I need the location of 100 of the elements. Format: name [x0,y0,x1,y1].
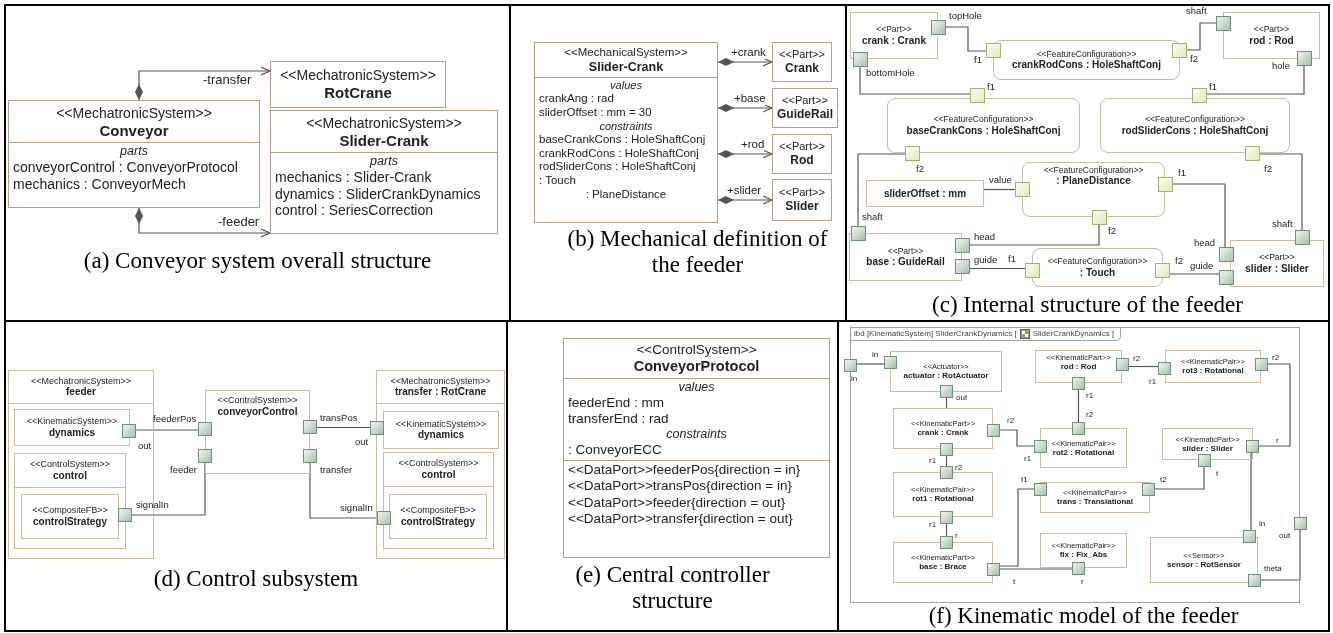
port-square [1025,263,1040,278]
block-text: : PlaneDistance [585,187,667,202]
property-text: control : SeriesCorrection [275,202,433,220]
port-label: r1 [1149,378,1157,386]
block-name: sliderOffset : mm [883,187,967,200]
stereotype-label: <<MechatronicSystem>> [306,115,462,132]
port-square [955,238,970,253]
stereotype-label: <<Part>> [887,245,924,257]
port-label: f2 [1108,226,1116,236]
connector-line [1077,389,1080,423]
port-square [940,443,953,456]
association-arrow [717,57,773,67]
property-text: mechanics : Slider-Crank [275,168,432,186]
port-label: transPos [320,413,358,423]
port-label: guide [1190,261,1214,271]
port-square [1092,210,1107,225]
port-label: r [1276,437,1279,445]
connector-line [857,153,906,227]
block-box [389,494,487,539]
block-name: trans : Translational [1057,497,1133,507]
port-label: r [955,532,958,540]
compartment-heading: values [678,379,715,395]
block-name: sensor : RotSensor [1167,559,1241,570]
port-square [370,421,384,435]
port-square [955,259,970,274]
stereotype-label: <<MechatronicSystem>> [280,67,436,84]
edge-label: +base [734,92,766,105]
port-label: shaft [1272,219,1293,229]
port-square [986,43,1001,58]
connector-line [859,66,971,95]
port-label: r [1081,578,1084,586]
edge-label: +crank [731,46,766,59]
connector-line [1172,183,1226,248]
block-box [563,338,830,558]
port-square [987,563,1000,576]
property-text: <<DataPort>>feederPos{direction = in} [568,462,801,479]
property-text: <<DataPort>>transPos{direction = in} [568,478,793,495]
stereotype-label: <<MechatronicSystem>> [30,375,132,387]
block-name: base : GuideRail [866,256,945,269]
compartment-heading: constraints [666,426,727,442]
port-label: f2 [916,164,924,174]
block-name: : Touch [1079,266,1116,279]
association-arrow [717,103,773,113]
port-label: f2 [1175,256,1183,266]
port-label: out [355,437,369,447]
stereotype-label: <<Part>> [779,48,825,62]
port-label: f1 [1178,168,1186,178]
block-box [772,42,832,82]
block-box [772,134,832,174]
stereotype-label: <<FeatureConfiguration>> [1047,256,1148,267]
port-label: t1 [1021,476,1028,484]
block-box [893,472,993,517]
association-arrow [135,66,271,101]
property-text: <<DataPort>>transfer{direction = out} [568,510,793,527]
port-label: t2 [1160,476,1167,484]
block-box [772,179,832,221]
block-name: control [421,468,456,481]
stereotype-label: <<FeatureConfiguration>> [1043,165,1144,176]
port-square [940,466,953,479]
port-square [303,449,317,463]
property-text: crankRodCons : HoleShaftConj [539,146,699,161]
port-label: hole [1272,61,1290,71]
port-square [1216,16,1231,31]
stereotype-label: <<Part>> [779,186,825,200]
connector-line [316,426,371,429]
port-square [970,88,985,103]
port-square [1219,247,1234,262]
stereotype-label: <<MechatronicSystem>> [390,375,491,387]
port-square [377,511,391,525]
figure-panel [837,320,1330,632]
port-label: f1 [974,55,982,65]
port-square [1246,440,1259,453]
stereotype-label: <<FeatureConfiguration>> [933,114,1034,125]
port-label: f1 [1008,254,1016,264]
figure-caption: (d) Control subsystem [153,566,359,592]
association-arrow [135,207,271,238]
port-square [118,508,132,522]
block-name: Conveyor [99,121,169,140]
port-label: r1 [1086,392,1094,400]
port-label: signalIn [136,500,169,510]
port-square [1155,263,1170,278]
port-square [1072,422,1085,435]
port-square [198,422,212,436]
port-label: guide [974,255,998,265]
stereotype-label: <<Part>> [779,140,825,154]
figure-panel [4,320,508,632]
port-square [1245,146,1260,161]
association-arrow [717,195,773,205]
block-name: ConveyorProtocol [633,358,760,376]
port-label: f1 [1209,82,1217,92]
block-box [890,351,1002,392]
stereotype-label: <<CompositeFB>> [32,505,108,516]
port-square [905,146,920,161]
compartment-heading: values [610,78,642,92]
edge-label: +slider [727,184,762,197]
property-text: : Touch [539,174,576,188]
block-name: controlStrategy [33,515,107,528]
block-name: dynamics [417,429,465,442]
port-label: bottomHole [866,68,915,78]
block-name: feeder [66,386,96,399]
